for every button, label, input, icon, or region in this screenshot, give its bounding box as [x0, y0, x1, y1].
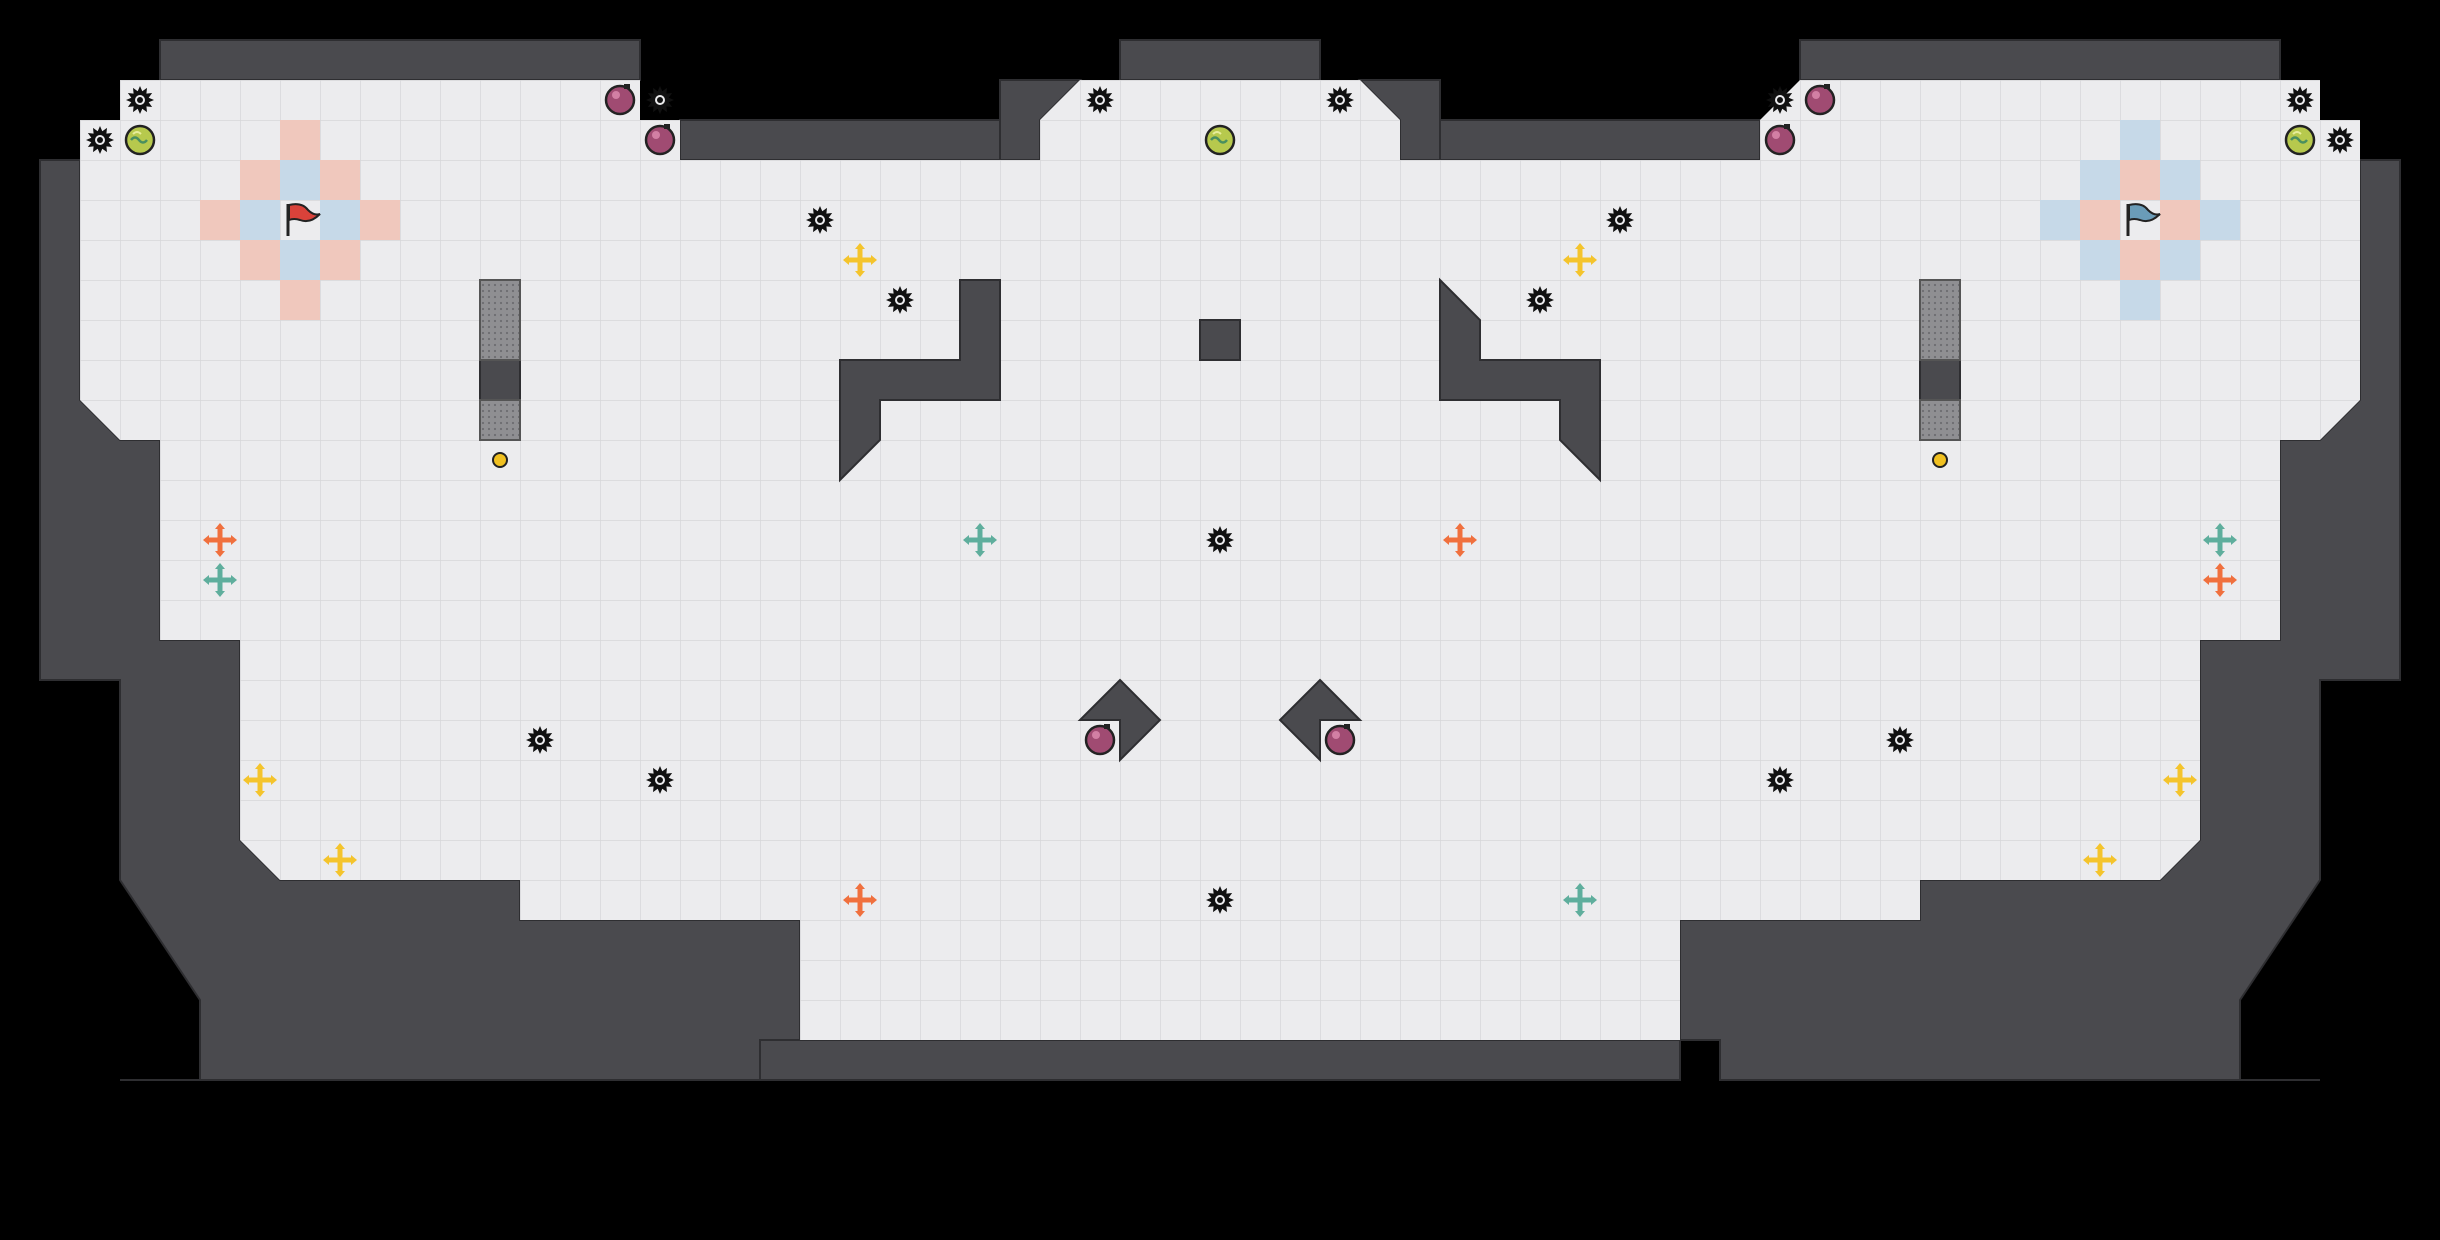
- boost-icon: [1563, 883, 1597, 917]
- bomb-icon: [1084, 724, 1116, 756]
- blue-zone-tile: [2080, 240, 2120, 280]
- wall-layer: [39, 39, 2401, 1081]
- top-wall-right: [1799, 39, 2281, 81]
- boost-icon: [1563, 243, 1597, 277]
- right-gate-top: [1919, 279, 1961, 361]
- spike-layer: [86, 86, 2354, 914]
- boost-icon: [843, 883, 877, 917]
- boost-icon: [203, 563, 237, 597]
- portal-icon: [1204, 124, 1236, 156]
- blue-zone-tile: [2120, 280, 2160, 320]
- boost-icon: [323, 843, 357, 877]
- spike-icon: [1086, 86, 1114, 114]
- bottom-wall: [759, 1039, 1681, 1081]
- boost-icon: [243, 763, 277, 797]
- boost-layer: [203, 243, 2237, 917]
- blue-zone-tile: [2160, 200, 2200, 240]
- left-gate-button[interactable]: [492, 452, 508, 468]
- interior-walls: [479, 277, 1961, 763]
- boost-icon: [2163, 763, 2197, 797]
- spike-icon: [2286, 86, 2314, 114]
- boost-icon: [1443, 523, 1477, 557]
- blue-zone-tile: [2040, 200, 2080, 240]
- spike-icon: [1606, 206, 1634, 234]
- bomb-icon: [604, 84, 636, 116]
- portal-icon: [124, 124, 156, 156]
- right-diamond: [1278, 678, 1363, 763]
- top-wall-left: [159, 39, 641, 81]
- portal-icon: [2284, 124, 2316, 156]
- red-zone-tile: [360, 200, 400, 240]
- blue-zone-tile: [2080, 160, 2120, 200]
- spike-icon: [806, 206, 834, 234]
- blue-zone-tile: [2160, 240, 2200, 280]
- boost-icon: [843, 243, 877, 277]
- bomb-icon: [1324, 724, 1356, 756]
- red-zone-tile: [320, 200, 360, 240]
- red-zone-tile: [240, 240, 280, 280]
- blue-zone-tile: [2120, 240, 2160, 280]
- spike-icon: [126, 86, 154, 114]
- floor: [80, 80, 2360, 1040]
- right-gate-block: [1919, 359, 1961, 401]
- spike-icon: [1766, 766, 1794, 794]
- spike-icon: [1206, 886, 1234, 914]
- bomb-icon: [1804, 84, 1836, 116]
- red-zone-tile: [200, 200, 240, 240]
- blue-zone-tile: [2120, 120, 2160, 160]
- right-bracket: [1439, 277, 1601, 483]
- red-zone-tile: [280, 280, 320, 320]
- red-zone-tile: [320, 240, 360, 280]
- boost-icon: [2083, 843, 2117, 877]
- spike-icon: [2326, 126, 2354, 154]
- spike-icon: [1766, 86, 1794, 114]
- red-zone-tile: [240, 160, 280, 200]
- red-zone-tile: [320, 160, 360, 200]
- spike-icon: [86, 126, 114, 154]
- bomb-icon: [644, 124, 676, 156]
- spike-icon: [1206, 526, 1234, 554]
- blue-zone-tile: [2160, 160, 2200, 200]
- left-gate-block: [479, 359, 521, 401]
- spike-icon: [886, 286, 914, 314]
- spike-icon: [526, 726, 554, 754]
- blue-zone-tile: [2080, 200, 2120, 240]
- red-flag-icon[interactable]: [286, 203, 321, 236]
- blue-zone-tile: [2200, 200, 2240, 240]
- spike-icon: [1326, 86, 1354, 114]
- spike-icon: [646, 766, 674, 794]
- left-gate-top: [479, 279, 521, 361]
- bomb-layer: [604, 84, 1836, 756]
- red-zone-tile: [280, 240, 320, 280]
- boost-icon: [963, 523, 997, 557]
- spike-icon: [1886, 726, 1914, 754]
- blue-flag-icon[interactable]: [2126, 203, 2161, 236]
- spike-icon: [646, 86, 674, 114]
- red-zone-tile: [240, 200, 280, 240]
- upper-ledge-left: [679, 119, 1041, 161]
- left-bracket: [839, 279, 1001, 483]
- spike-icon: [1526, 286, 1554, 314]
- bomb-icon: [1764, 124, 1796, 156]
- portal-layer: [124, 124, 2316, 156]
- red-zone-tile: [280, 160, 320, 200]
- blue-team-zone: [2040, 120, 2240, 320]
- boost-icon: [2203, 523, 2237, 557]
- boost-icon: [2203, 563, 2237, 597]
- right-gate-bottom: [1919, 399, 1961, 441]
- blue-zone-tile: [2120, 160, 2160, 200]
- red-zone-tile: [280, 120, 320, 160]
- gate-layer: [479, 279, 1961, 468]
- boost-icon: [203, 523, 237, 557]
- left-gate-bottom: [479, 399, 521, 441]
- right-gate-button[interactable]: [1932, 452, 1948, 468]
- top-wall-center: [1119, 39, 1321, 81]
- left-diamond: [1077, 678, 1162, 763]
- red-team-zone: [200, 120, 400, 320]
- upper-ledge-right: [1399, 119, 1761, 161]
- center-block: [1199, 319, 1241, 361]
